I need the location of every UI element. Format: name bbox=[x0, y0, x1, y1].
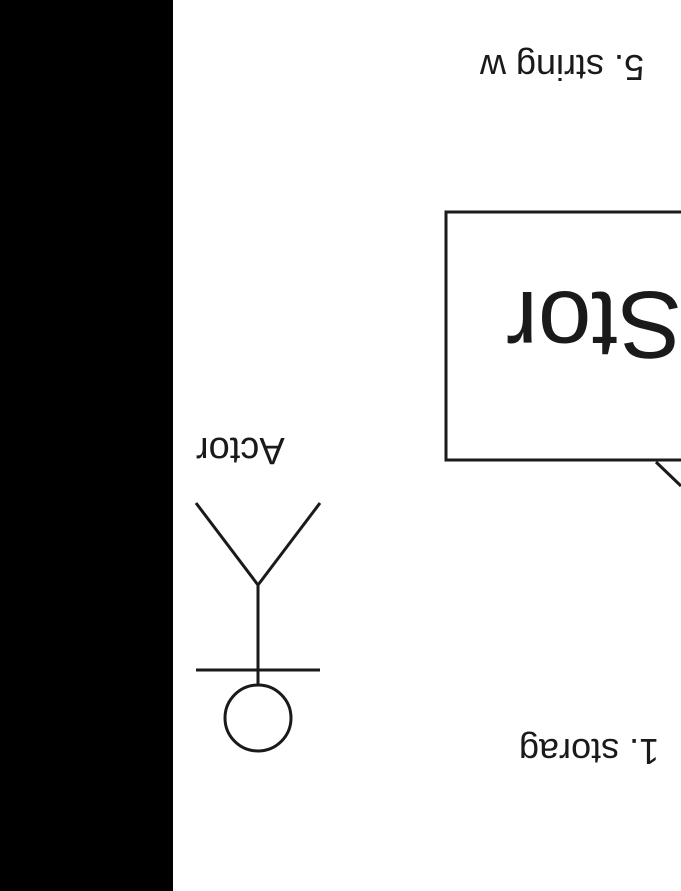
actor-left-leg bbox=[194, 502, 260, 586]
actor-right-leg bbox=[256, 502, 322, 586]
actor-label: Actor bbox=[196, 429, 285, 471]
message-label-bottom: 1. storag bbox=[519, 731, 660, 772]
message-label-top: 5. string w bbox=[480, 47, 645, 88]
black-side-bar bbox=[0, 0, 173, 891]
actor-figure[interactable] bbox=[194, 502, 322, 753]
storage-box[interactable] bbox=[444, 210, 681, 462]
storage-box-label: Stor bbox=[506, 271, 681, 378]
actor-head bbox=[223, 683, 293, 753]
connector-line bbox=[654, 460, 681, 488]
